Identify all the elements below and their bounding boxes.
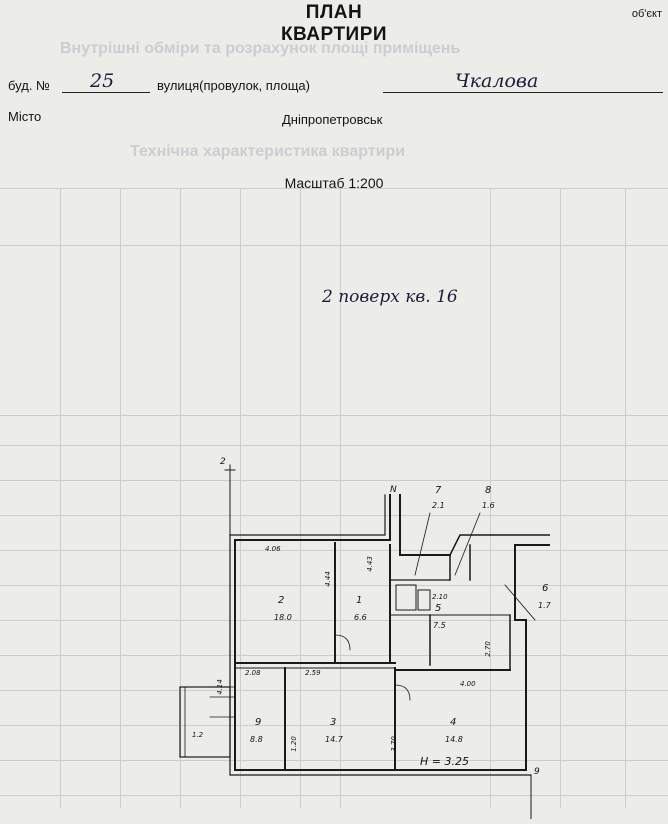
building-number-underline — [62, 92, 150, 93]
room-8-area: 1.6 — [482, 501, 495, 510]
city-value: Дніпропетровськ — [282, 112, 383, 127]
dim-room4-width: 4.00 — [460, 680, 476, 688]
street-value: Чкалова — [455, 70, 539, 92]
room-1-area: 6.6 — [354, 613, 367, 622]
dim-room2-width: 4.06 — [265, 545, 281, 553]
room-3-area: 14.7 — [325, 735, 343, 744]
room-6-number: 6 — [542, 583, 549, 594]
room-5-area: 7.5 — [433, 621, 446, 630]
dim-room3-width: 2.59 — [305, 669, 321, 677]
room-7-number: 7 — [435, 485, 442, 496]
dim-room9-width: 2.08 — [245, 669, 261, 677]
axis-label-2: 2 — [220, 457, 226, 467]
dim-room9-length: 4.14 — [215, 679, 224, 695]
bleed-text-1: Внутрішні обміри та розрахунок площі при… — [60, 40, 461, 57]
axis-label-9: 9 — [534, 767, 540, 777]
floor-apartment-note: 2 поверх кв. 16 — [322, 287, 458, 307]
building-number: 25 — [90, 70, 115, 92]
floor-plan-drawing — [179, 464, 551, 820]
street-underline — [383, 92, 663, 93]
ceiling-height-note: H = 3.25 — [420, 755, 469, 768]
dim-balcony: 1.2 — [192, 731, 204, 739]
room-7-area: 2.1 — [432, 501, 445, 510]
axis-label-n: N — [390, 485, 397, 495]
scale-label: Масштаб 1:200 — [284, 175, 384, 191]
page-title-line1: ПЛАН — [305, 2, 363, 23]
dim-room4-length: 3.70 — [389, 736, 398, 752]
street-label: вулиця(провулок, площа) — [157, 78, 310, 93]
page-title-line2: КВАРТИРИ — [280, 24, 388, 45]
room-9-area: 8.8 — [250, 735, 263, 744]
room-4-area: 14.8 — [445, 735, 463, 744]
room-5-number: 5 — [435, 603, 442, 614]
floor-plan: 2 18.0 1 6.6 5 7.5 6 1.7 7 2.1 8 1.6 9 8… — [150, 455, 551, 820]
dim-room2-length: 4.44 — [323, 571, 332, 587]
dim-room5-length: 2.70 — [483, 641, 492, 657]
room-3-number: 3 — [330, 717, 337, 728]
dim-room5-width: 2.10 — [432, 593, 448, 601]
room-1-number: 1 — [356, 595, 363, 606]
bleed-text-2: Технічна характеристика квартири — [130, 143, 406, 160]
room-2-number: 2 — [278, 595, 285, 606]
corner-label: об'єкт — [631, 8, 662, 20]
room-6-area: 1.7 — [538, 601, 551, 610]
dim-room1-length: 4.43 — [365, 556, 374, 572]
room-4-number: 4 — [450, 717, 457, 728]
building-label: буд. № — [8, 78, 50, 93]
dim-room3-length: 1.20 — [289, 736, 298, 752]
room-8-number: 8 — [485, 485, 492, 496]
room-2-area: 18.0 — [274, 613, 292, 622]
room-9-number: 9 — [255, 717, 262, 728]
city-label: Місто — [8, 109, 42, 124]
